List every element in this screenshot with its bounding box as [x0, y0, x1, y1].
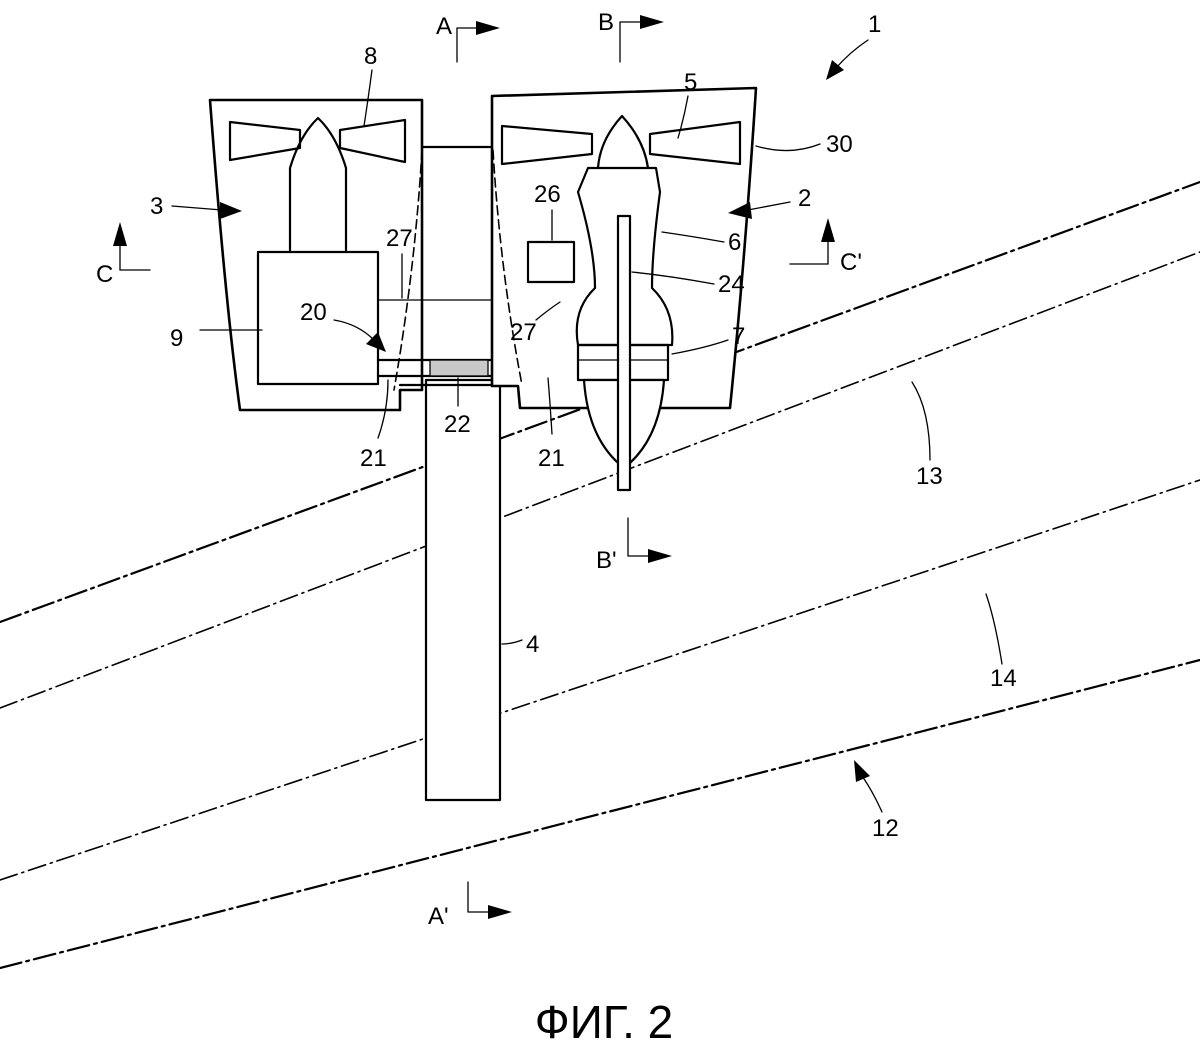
right-fan-blade-right	[648, 120, 742, 166]
label-21-right: 21	[538, 445, 565, 472]
right-inner-wall	[492, 149, 523, 386]
label-26: 26	[534, 181, 561, 208]
leader-5	[677, 95, 689, 139]
label-5: 5	[684, 69, 697, 96]
left-nacelle-body	[208, 98, 424, 412]
reference-labels: 1 2 3 4 5 6 7 8 9 12 13 14 20 21 21 22 2…	[150, 11, 1017, 842]
leader-21-left	[377, 379, 389, 439]
support-post	[424, 378, 502, 802]
leader-2	[747, 201, 791, 211]
section-a-prime-label: A'	[428, 903, 449, 930]
leader-27-bottom	[535, 301, 561, 321]
right-fan-blade-left	[500, 124, 594, 166]
section-c-prime-arrow	[821, 218, 835, 242]
section-a-line	[456, 27, 479, 63]
label-22: 22	[444, 411, 471, 438]
controller-box-26	[526, 240, 576, 284]
shaft-24	[616, 214, 632, 492]
section-a-prime-arrow	[488, 905, 512, 919]
arrow-2	[728, 202, 752, 219]
left-core	[288, 116, 348, 254]
section-b-label: B	[598, 9, 614, 36]
label-24: 24	[718, 271, 745, 298]
section-markers	[113, 15, 835, 919]
label-9: 9	[170, 325, 183, 352]
label-27-top: 27	[386, 225, 413, 252]
label-6: 6	[728, 229, 741, 256]
leader-13	[911, 381, 931, 461]
label-8: 8	[364, 43, 377, 70]
slope-line-13	[0, 251, 1200, 709]
section-b-prime-arrow	[648, 549, 672, 563]
section-b-arrow	[640, 15, 664, 29]
left-fan-blade-right	[338, 118, 407, 164]
leader-6	[661, 231, 725, 243]
label-27-bottom: 27	[510, 319, 537, 346]
leader-30	[755, 143, 821, 152]
arrow-3	[220, 202, 242, 219]
arrow-20	[366, 332, 386, 352]
left-nacelle	[208, 98, 424, 412]
leader-7	[671, 339, 729, 355]
leader-4	[501, 639, 523, 645]
generator-box-9	[256, 250, 380, 386]
label-4: 4	[526, 631, 539, 658]
slope-line-12	[0, 658, 1200, 970]
section-c-label: C	[96, 261, 113, 288]
leader-1	[835, 39, 869, 69]
leader-12	[861, 775, 883, 813]
leader-24	[631, 271, 715, 285]
section-a-label: A	[436, 13, 452, 40]
section-b-line	[619, 21, 643, 63]
leader-20	[333, 319, 375, 341]
leader-14	[985, 593, 1003, 665]
label-1: 1	[868, 11, 881, 38]
label-13: 13	[916, 463, 943, 490]
leader-lines	[171, 39, 1003, 813]
section-c-prime-label: C'	[840, 249, 862, 276]
section-labels: A A' B B' C C'	[96, 9, 862, 930]
leader-8	[363, 69, 373, 127]
label-21-left: 21	[360, 445, 387, 472]
section-c-arrow	[113, 222, 127, 246]
label-20: 20	[300, 299, 327, 326]
section-b-prime-label: B'	[596, 547, 617, 574]
label-7: 7	[732, 323, 745, 350]
label-14: 14	[990, 665, 1017, 692]
figure-caption: ФИГ. 2	[535, 996, 673, 1048]
right-nacelle	[490, 86, 758, 492]
section-a-prime-line	[467, 881, 491, 913]
slope-line-14	[0, 479, 1200, 881]
arrow-12	[854, 760, 870, 782]
leader-3	[171, 205, 223, 211]
left-fan-blade-left	[228, 120, 302, 162]
coupling-22	[429, 359, 489, 377]
label-3: 3	[150, 193, 163, 220]
label-12: 12	[872, 815, 899, 842]
right-spinner	[596, 114, 650, 170]
label-2: 2	[798, 185, 811, 212]
section-b-prime-line	[627, 517, 651, 557]
leader-21-right	[547, 377, 553, 435]
label-30: 30	[826, 131, 853, 158]
arrow-1	[826, 60, 844, 80]
section-a-arrow	[476, 21, 500, 35]
